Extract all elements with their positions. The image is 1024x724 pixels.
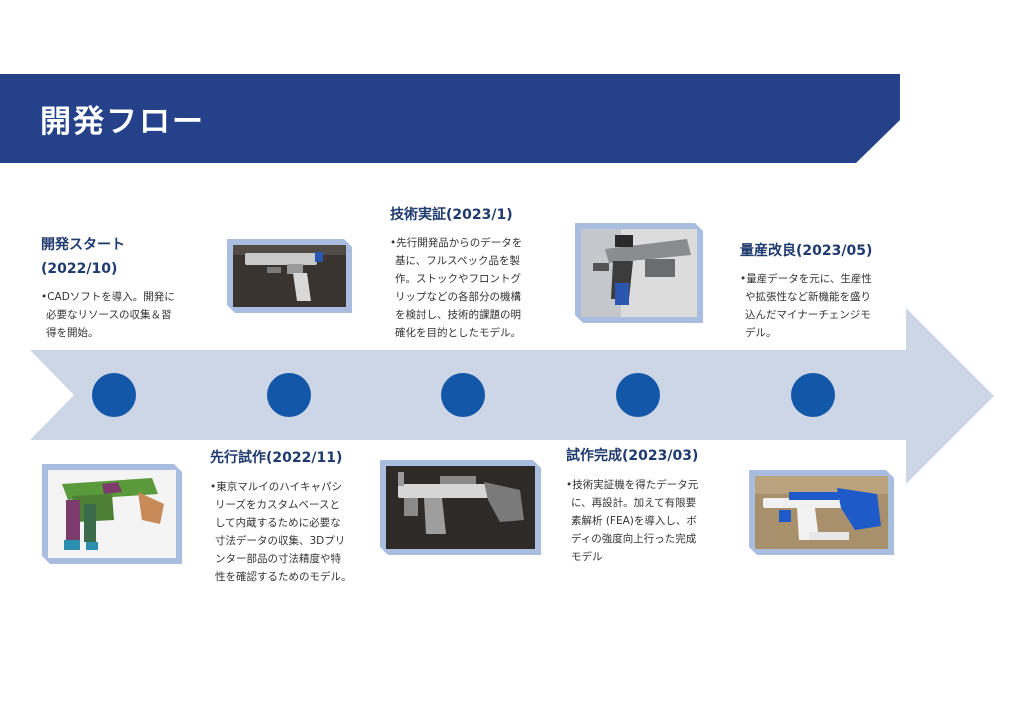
page-title: 開発フロー: [40, 104, 205, 140]
photo-pistol-red-dot: [575, 223, 703, 323]
milestone-4-title: 試作完成(2023/03): [566, 448, 699, 464]
milestone-1-title: 開発スタート (2022/10): [41, 237, 125, 277]
photo-pistol-blue-white: [749, 470, 894, 555]
pistol-photo-gray-icon: [227, 239, 352, 313]
photo-pistol-cad: [42, 464, 182, 564]
timeline-dot-2: [267, 373, 311, 417]
pistol-red-dot-photo-icon: [575, 223, 703, 323]
milestone-2-description: •東京マルイのハイキャパシ リーズをカスタムベースと して内蔵するために必要な …: [210, 481, 352, 583]
milestone-1-description: •CADソフトを導入。開発に 必要なリソースの収集＆習 得を開始。: [41, 291, 175, 339]
timeline-dot-5: [791, 373, 835, 417]
milestone-3-title: 技術実証(2023/1): [390, 207, 513, 223]
timeline-arrow: [30, 308, 994, 484]
pistol-cad-render-icon: [42, 464, 182, 564]
pistol-blue-white-photo-icon: [749, 470, 894, 555]
timeline-dot-1: [92, 373, 136, 417]
milestone-2-title: 先行試作(2022/11): [210, 450, 343, 466]
milestone-4-description: •技術実証機を得たデータ元 に、再設計。加えて有限要 素解析 (FEA)を導入し…: [566, 479, 699, 563]
photo-pistol-gray: [227, 239, 352, 313]
timeline-dot-4: [616, 373, 660, 417]
header-banner: 開発フロー: [0, 74, 900, 163]
header-banner-shape: [0, 74, 900, 163]
milestone-3-description: •先行開発品からのデータを 基に、フルスペック品を製 作。ストックやフロントグ …: [390, 237, 523, 339]
milestone-5-title: 量産改良(2023/05): [740, 243, 873, 259]
pistol-stock-photo-icon: [380, 460, 541, 555]
photo-pistol-stock: [380, 460, 541, 555]
timeline-dot-3: [441, 373, 485, 417]
milestone-5-description: •量産データを元に、生産性 や拡張性など新機能を盛り 込んだマイナーチェンジモ …: [740, 273, 872, 339]
